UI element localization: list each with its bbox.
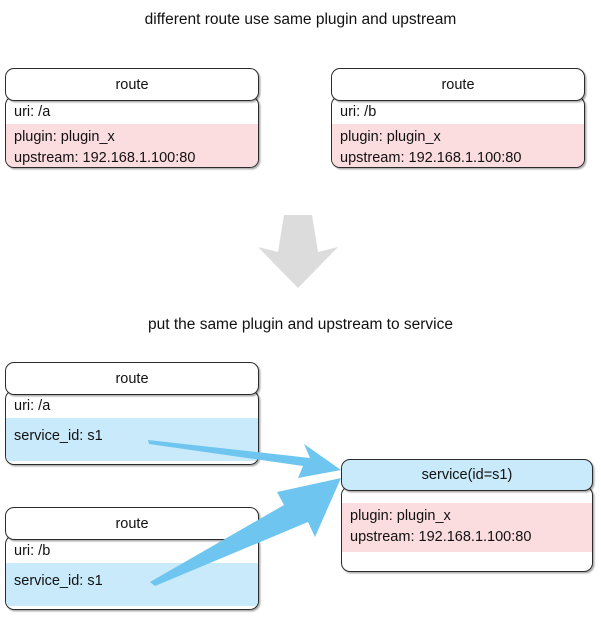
- route-node-a-body: uri: /a plugin: plugin_x upstream: 192.1…: [5, 96, 259, 168]
- service-node-header: service(id=s1): [341, 459, 593, 491]
- route-node-b-header: route: [331, 68, 585, 101]
- route-node-b2-body: uri: /b service_id: s1: [5, 535, 259, 610]
- route-node-a2-service-id: service_id: s1: [14, 428, 103, 444]
- service-node-upstream: upstream: 192.168.1.100:80: [350, 529, 532, 545]
- route-node-b-body: uri: /b plugin: plugin_x upstream: 192.1…: [331, 96, 585, 168]
- service-node-body: plugin: plugin_x upstream: 192.168.1.100…: [341, 486, 593, 572]
- route-node-b2-uri: uri: /b: [14, 543, 51, 559]
- route-node-a-upstream: upstream: 192.168.1.100:80: [14, 150, 196, 166]
- route-node-a2-service-band: service_id: s1: [6, 418, 258, 461]
- bottom-section-caption: put the same plugin and upstream to serv…: [147, 316, 453, 333]
- route-node-a-header: route: [5, 68, 259, 101]
- route-node-b-plugin-band: plugin: plugin_x upstream: 192.168.1.100…: [332, 124, 584, 167]
- top-section-caption: different route use same plugin and upst…: [144, 11, 457, 28]
- route-node-b-upstream: upstream: 192.168.1.100:80: [340, 150, 522, 166]
- route-node-a-plugin-band: plugin: plugin_x upstream: 192.168.1.100…: [6, 124, 258, 167]
- route-node-a2-body: uri: /a service_id: s1: [5, 390, 259, 465]
- route-node-a2-header: route: [5, 362, 259, 395]
- route-node-b2-service-band: service_id: s1: [6, 563, 258, 606]
- route-node-b-plugin: plugin: plugin_x: [340, 129, 441, 145]
- route-node-a2-uri: uri: /a: [14, 398, 51, 414]
- route-node-b2-service-id: service_id: s1: [14, 573, 103, 589]
- down-arrow-icon: [258, 215, 338, 288]
- route-node-a-uri: uri: /a: [14, 104, 51, 120]
- service-node-plugin-band: plugin: plugin_x upstream: 192.168.1.100…: [342, 503, 592, 552]
- route-node-b2-header: route: [5, 507, 259, 540]
- route-node-a-plugin: plugin: plugin_x: [14, 129, 115, 145]
- route-node-b-uri: uri: /b: [340, 104, 377, 120]
- service-node-plugin: plugin: plugin_x: [350, 508, 451, 524]
